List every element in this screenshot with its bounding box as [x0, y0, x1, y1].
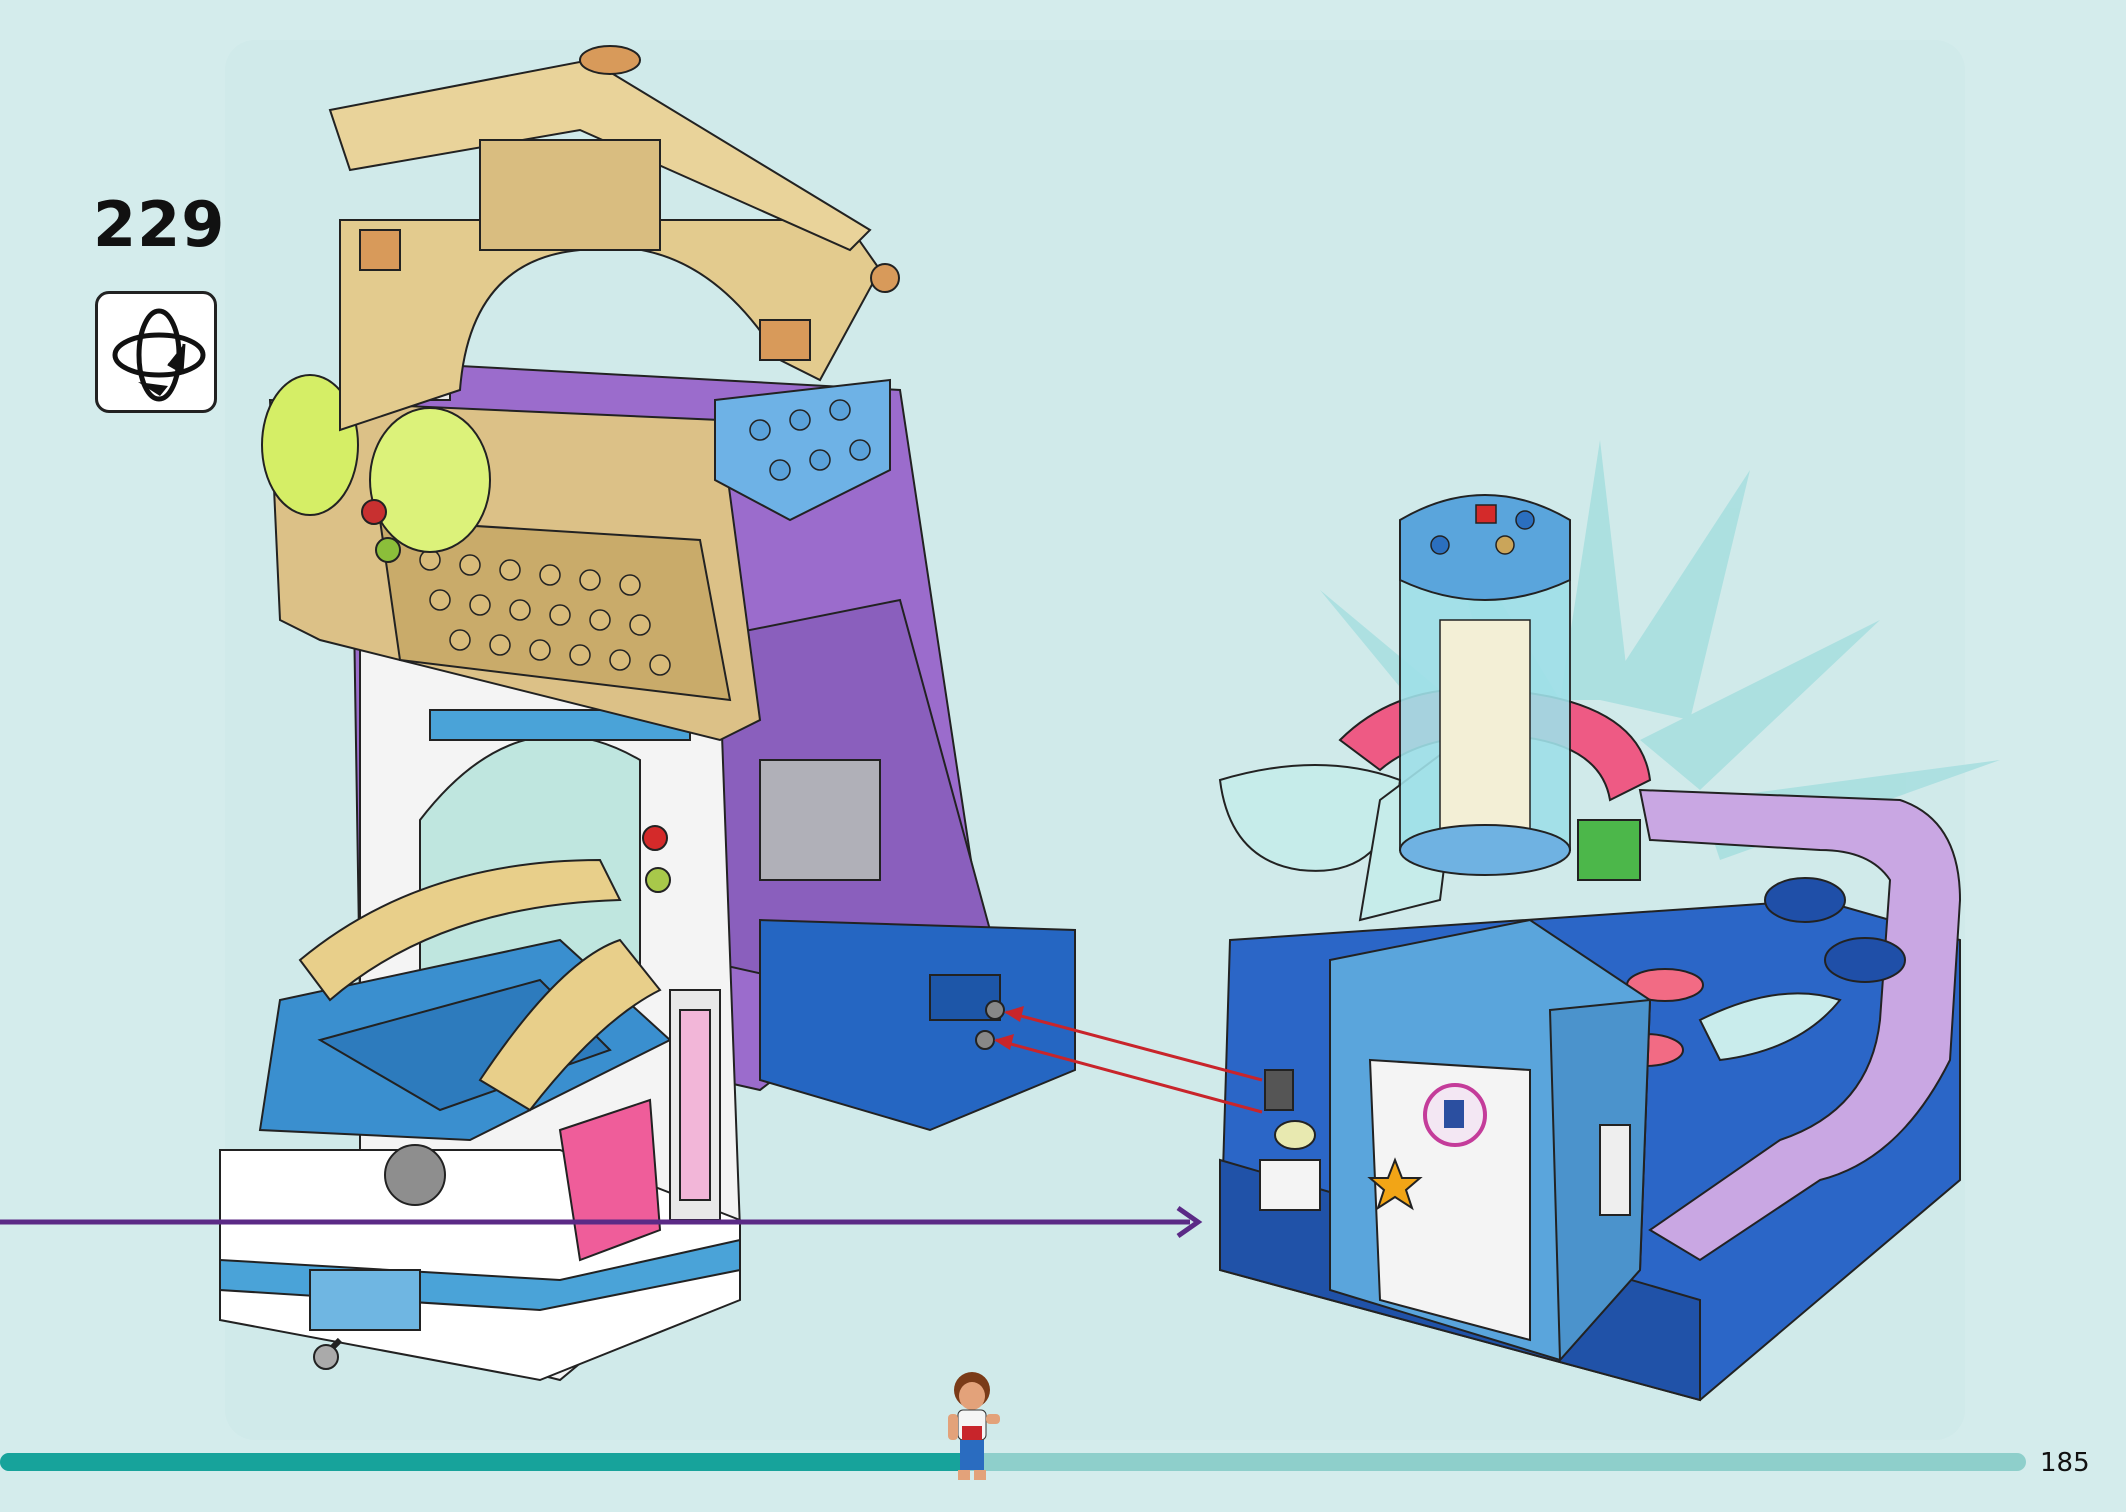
- connection-arrows: [994, 1006, 1263, 1114]
- progress-bar: [0, 1453, 2026, 1471]
- page-number: 185: [2040, 1448, 2090, 1478]
- minifigure-progress-icon: [948, 1372, 1000, 1480]
- assembly-arrow: [0, 1205, 1203, 1239]
- rotate-model-callout: [95, 291, 217, 413]
- rotate-model-icon: [112, 308, 206, 402]
- temple-tower-model: [219, 45, 1076, 1382]
- pool-module-model: [1218, 440, 2000, 1402]
- step-number: 229: [93, 188, 226, 261]
- progress-fill: [0, 1453, 972, 1471]
- starfish-sticker-icon: [1367, 1157, 1423, 1211]
